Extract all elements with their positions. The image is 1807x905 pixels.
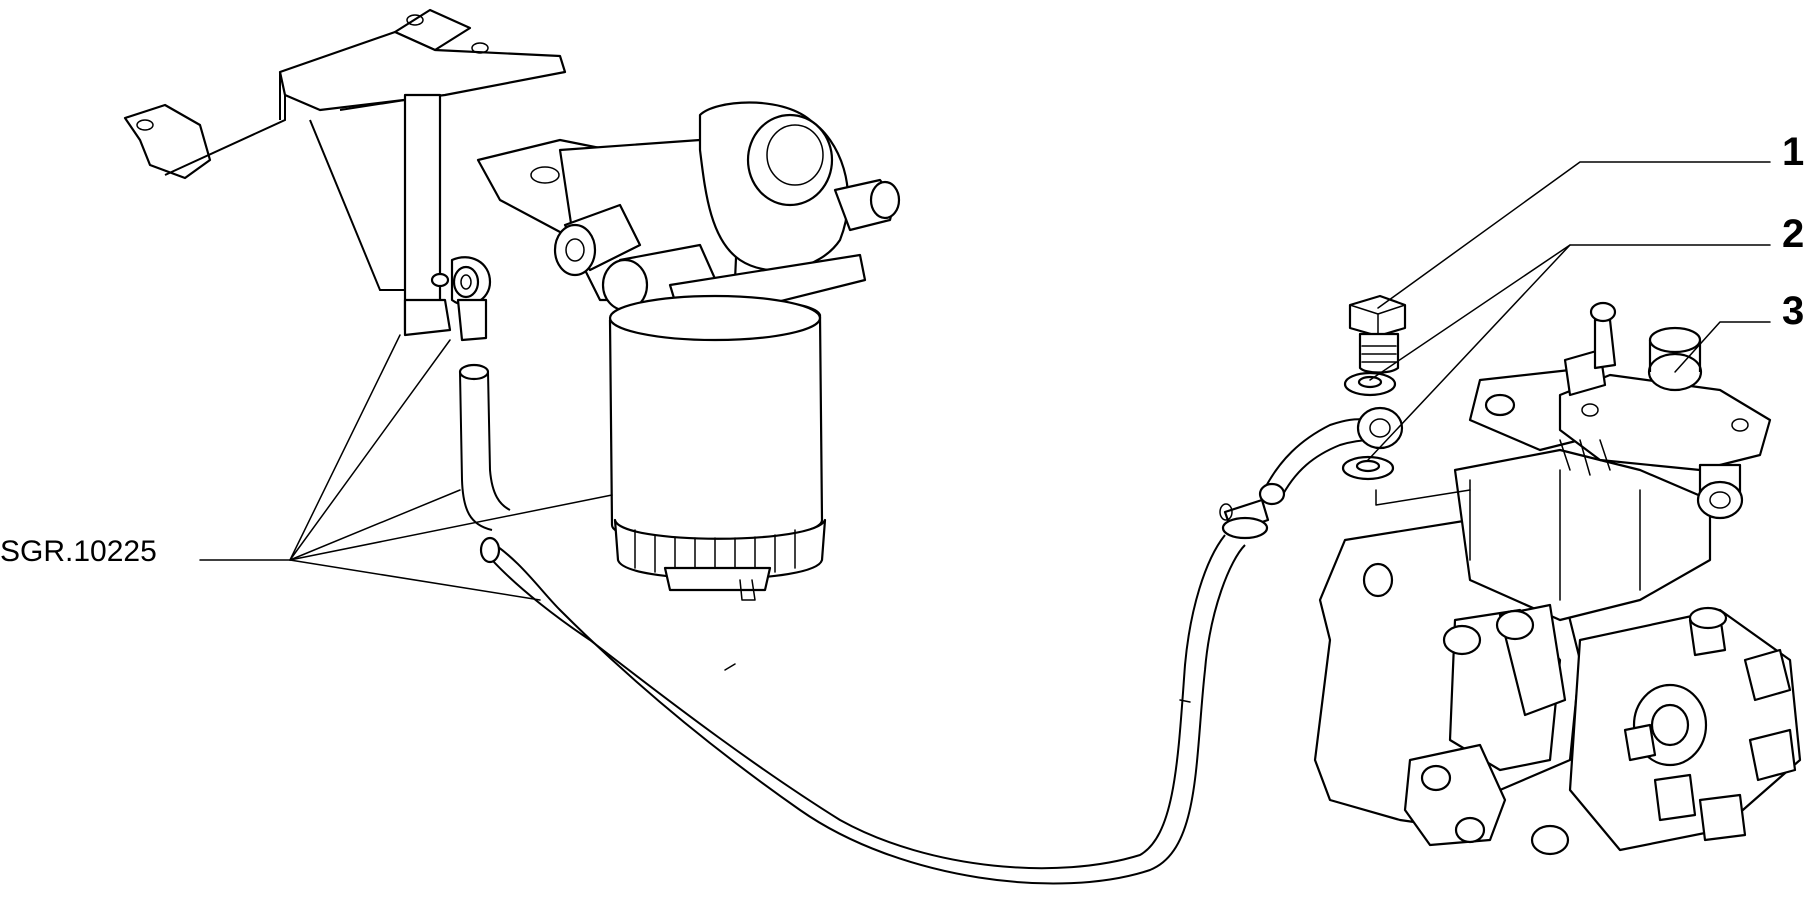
banjo-bolt xyxy=(1348,294,1407,374)
reference-code-leaders xyxy=(199,334,613,601)
callout-number-3: 3 xyxy=(1782,289,1804,333)
reference-code-label: SGR.10225 xyxy=(0,535,157,568)
fuel-filter-cartridge xyxy=(608,294,827,601)
hose-clip xyxy=(1219,498,1270,540)
mounting-bracket xyxy=(123,8,567,337)
fuel-hose-return xyxy=(479,534,1246,885)
assembly-guide-line xyxy=(1375,489,1471,506)
sealing-washer-upper xyxy=(1343,371,1397,397)
sealing-washer-lower xyxy=(1341,455,1395,481)
banjo-fitting xyxy=(450,256,492,342)
callout-number-1: 1 xyxy=(1782,130,1804,174)
callout-number-2: 2 xyxy=(1782,212,1804,256)
pump-feed-pipe xyxy=(1258,406,1404,506)
fuel-hose-inlet xyxy=(458,363,511,531)
callout-leader-lines xyxy=(1367,161,1771,461)
injection-pump xyxy=(1313,301,1802,856)
fuel-filter-head xyxy=(476,101,901,320)
